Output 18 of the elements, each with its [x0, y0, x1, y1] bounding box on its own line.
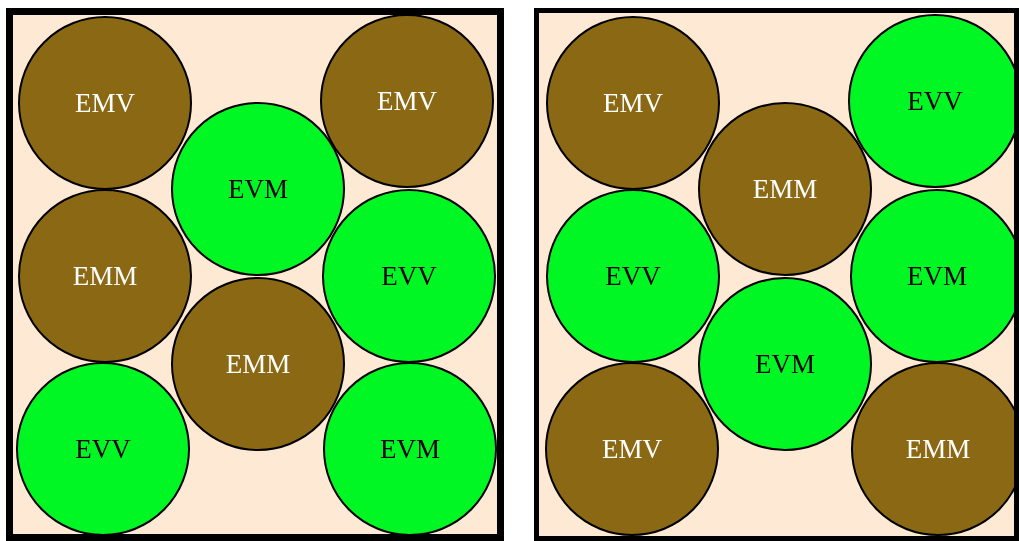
node-label: EMV [603, 87, 663, 119]
node-label: EMM [72, 260, 138, 292]
node-label: EMV [377, 85, 437, 117]
node-label: EVM [755, 348, 815, 380]
node-label: EVV [907, 85, 963, 117]
panel-frame [6, 8, 504, 541]
node-label: EMM [225, 348, 291, 380]
node-label: EMM [752, 173, 818, 205]
node-label: EVM [907, 260, 967, 292]
node-label: EVV [75, 433, 131, 465]
node-label: EVM [228, 173, 288, 205]
node-label: EMV [75, 87, 135, 119]
node-label: EVM [380, 433, 440, 465]
node-label: EMV [602, 433, 662, 465]
node-label: EVV [381, 260, 437, 292]
node-label: EMM [905, 433, 971, 465]
panel-frame [534, 8, 1019, 541]
node-label: EVV [605, 260, 661, 292]
